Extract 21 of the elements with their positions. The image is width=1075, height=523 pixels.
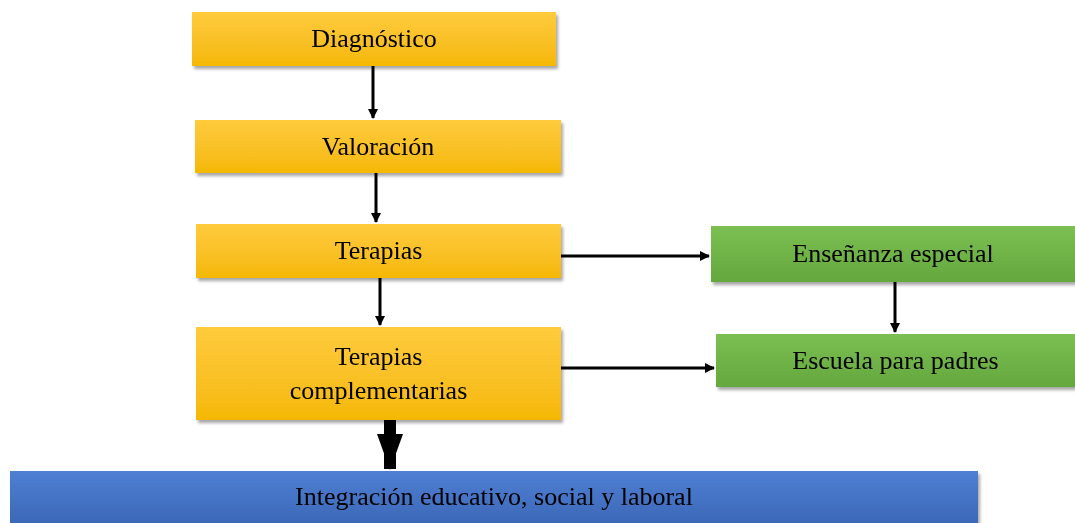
process-box (192, 12, 556, 66)
process-box (195, 120, 561, 173)
box-label: Integración educativo, social y laboral (295, 481, 693, 513)
arrow (561, 251, 710, 261)
box-label: Valoración (320, 130, 436, 163)
process-box (196, 327, 561, 420)
box-label: Diagnóstico (310, 23, 438, 55)
process-box (711, 226, 1075, 282)
process-box (716, 334, 1075, 387)
arrow (377, 420, 403, 470)
arrow (375, 278, 385, 326)
box-label: Escuela para padres (791, 344, 1000, 377)
arrow (561, 363, 715, 373)
arrow (890, 282, 900, 333)
arrow (371, 173, 381, 223)
process-box (10, 471, 978, 523)
box-label: Terapias complementarias (288, 340, 469, 407)
box-label: Enseñanza especial (791, 238, 995, 270)
process-box (196, 224, 561, 278)
arrow (368, 66, 378, 119)
box-label: Terapias (333, 235, 424, 267)
